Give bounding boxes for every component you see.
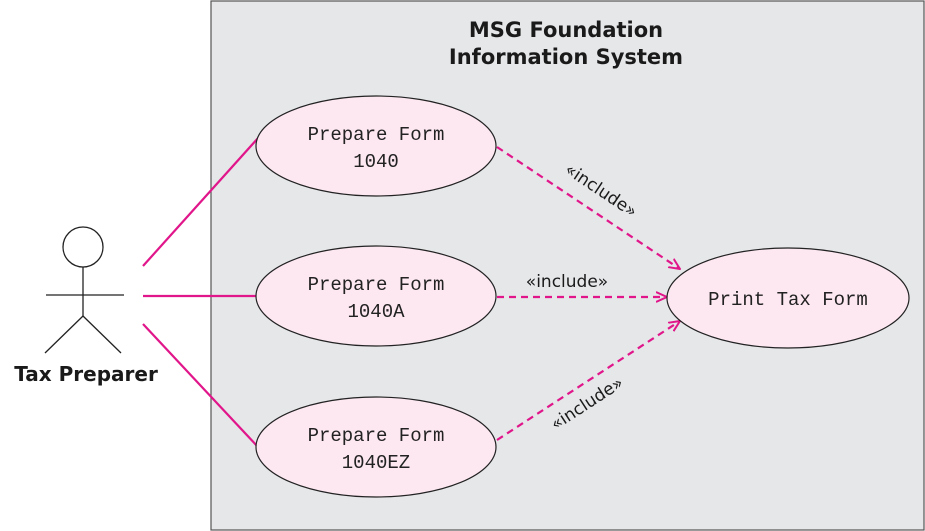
use-case-ellipse-print-tax-form — [666, 247, 910, 349]
association-line-1040 — [142, 136, 260, 267]
use-case-label-1040-line-1: Prepare Form — [308, 124, 445, 146]
use-case-label-1040a-line-2: 1040A — [347, 301, 405, 323]
actor-head — [62, 226, 104, 268]
use-case-ellipse-1040 — [255, 95, 497, 197]
use-case-label-1040a-line-1: Prepare Form — [308, 274, 445, 296]
system-title-line-2: Information System — [449, 45, 683, 69]
include-arrow-1040ez — [496, 321, 680, 441]
actor-figure — [44, 226, 124, 354]
actor-right-leg — [82, 315, 122, 354]
association-line-1040ez — [142, 323, 259, 448]
use-case-label-1040-line-2: 1040 — [353, 151, 399, 173]
use-case-prepare-form-1040a: Prepare Form 1040A — [255, 245, 497, 347]
system-title-line-1: MSG Foundation — [469, 18, 663, 42]
actor-name: Tax Preparer — [14, 362, 158, 386]
use-case-ellipse-1040a — [255, 245, 497, 347]
actor-left-leg — [44, 315, 84, 354]
use-case-label-print-tax-form: Print Tax Form — [708, 289, 868, 311]
use-case-print-tax-form: Print Tax Form — [666, 247, 910, 349]
use-case-prepare-form-1040ez: Prepare Form 1040EZ — [255, 396, 497, 498]
use-case-ellipse-1040ez — [255, 396, 497, 498]
use-case-label-1040ez-line-1: Prepare Form — [308, 425, 445, 447]
include-arrow-1040 — [496, 146, 680, 269]
include-label-1040a: «include» — [526, 272, 608, 292]
use-case-prepare-form-1040: Prepare Form 1040 — [255, 95, 497, 197]
use-case-label-1040ez-line-2: 1040EZ — [342, 452, 410, 474]
